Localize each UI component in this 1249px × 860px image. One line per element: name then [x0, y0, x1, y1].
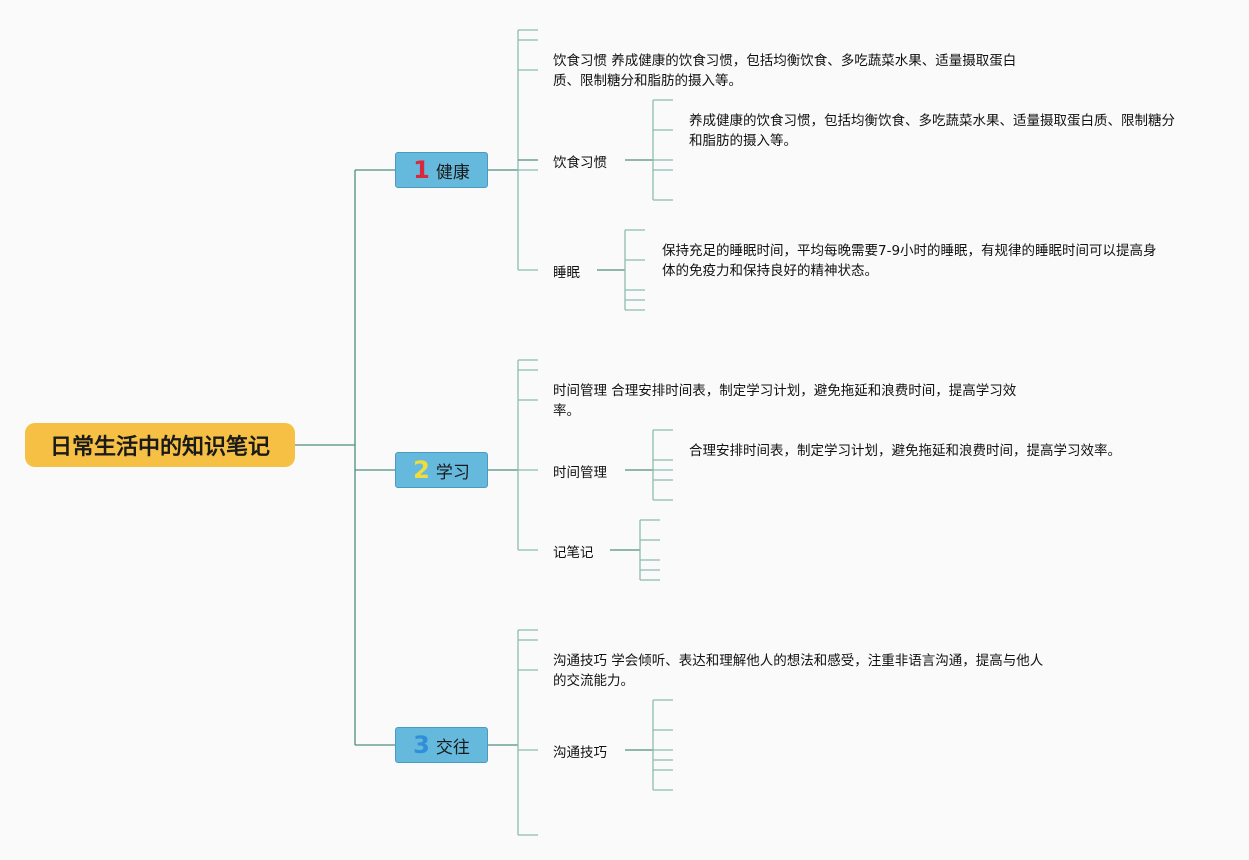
- branch-number-1: 1: [413, 156, 430, 184]
- note-sleep: 保持充足的睡眠时间，平均每晚需要7-9小时的睡眠，有规律的睡眠时间可以提高身体的…: [662, 243, 1157, 279]
- note-diet-habit: 养成健康的饮食习惯，包括均衡饮食、多吃蔬菜水果、适量摄取蛋白质、限制糖分和脂肪的…: [689, 113, 1175, 149]
- summary-social: 沟通技巧 学会倾听、表达和理解他人的想法和感受，注重非语言沟通，提高与他人的交流…: [553, 653, 1044, 689]
- branch-label-health: 健康: [435, 162, 470, 183]
- branch-node-health[interactable]: 1 健康: [395, 152, 488, 188]
- branch-label-social: 交往: [435, 737, 470, 758]
- branch-number-3: 3: [413, 731, 430, 759]
- note-time-management: 合理安排时间表，制定学习计划，避免拖延和浪费时间，提高学习效率。: [689, 443, 1121, 459]
- summary-health: 饮食习惯 养成健康的饮食习惯，包括均衡饮食、多吃蔬菜水果、适量摄取蛋白质、限制糖…: [553, 53, 1017, 89]
- topic-diet-habit[interactable]: 饮食习惯: [553, 155, 607, 171]
- root-title: 日常生活中的知识笔记: [49, 435, 270, 460]
- topic-sleep[interactable]: 睡眠: [553, 265, 580, 281]
- branch-number-2: 2: [413, 456, 430, 484]
- root-node[interactable]: 日常生活中的知识笔记: [25, 423, 295, 467]
- branch-node-social[interactable]: 3 交往: [395, 727, 488, 763]
- topic-note-taking[interactable]: 记笔记: [553, 545, 594, 561]
- topic-time-management[interactable]: 时间管理: [553, 465, 607, 481]
- topic-communication[interactable]: 沟通技巧: [553, 745, 607, 761]
- branch-label-study: 学习: [435, 462, 470, 483]
- summary-study: 时间管理 合理安排时间表，制定学习计划，避免拖延和浪费时间，提高学习效率。: [553, 383, 1017, 419]
- branch-node-study[interactable]: 2 学习: [395, 452, 488, 488]
